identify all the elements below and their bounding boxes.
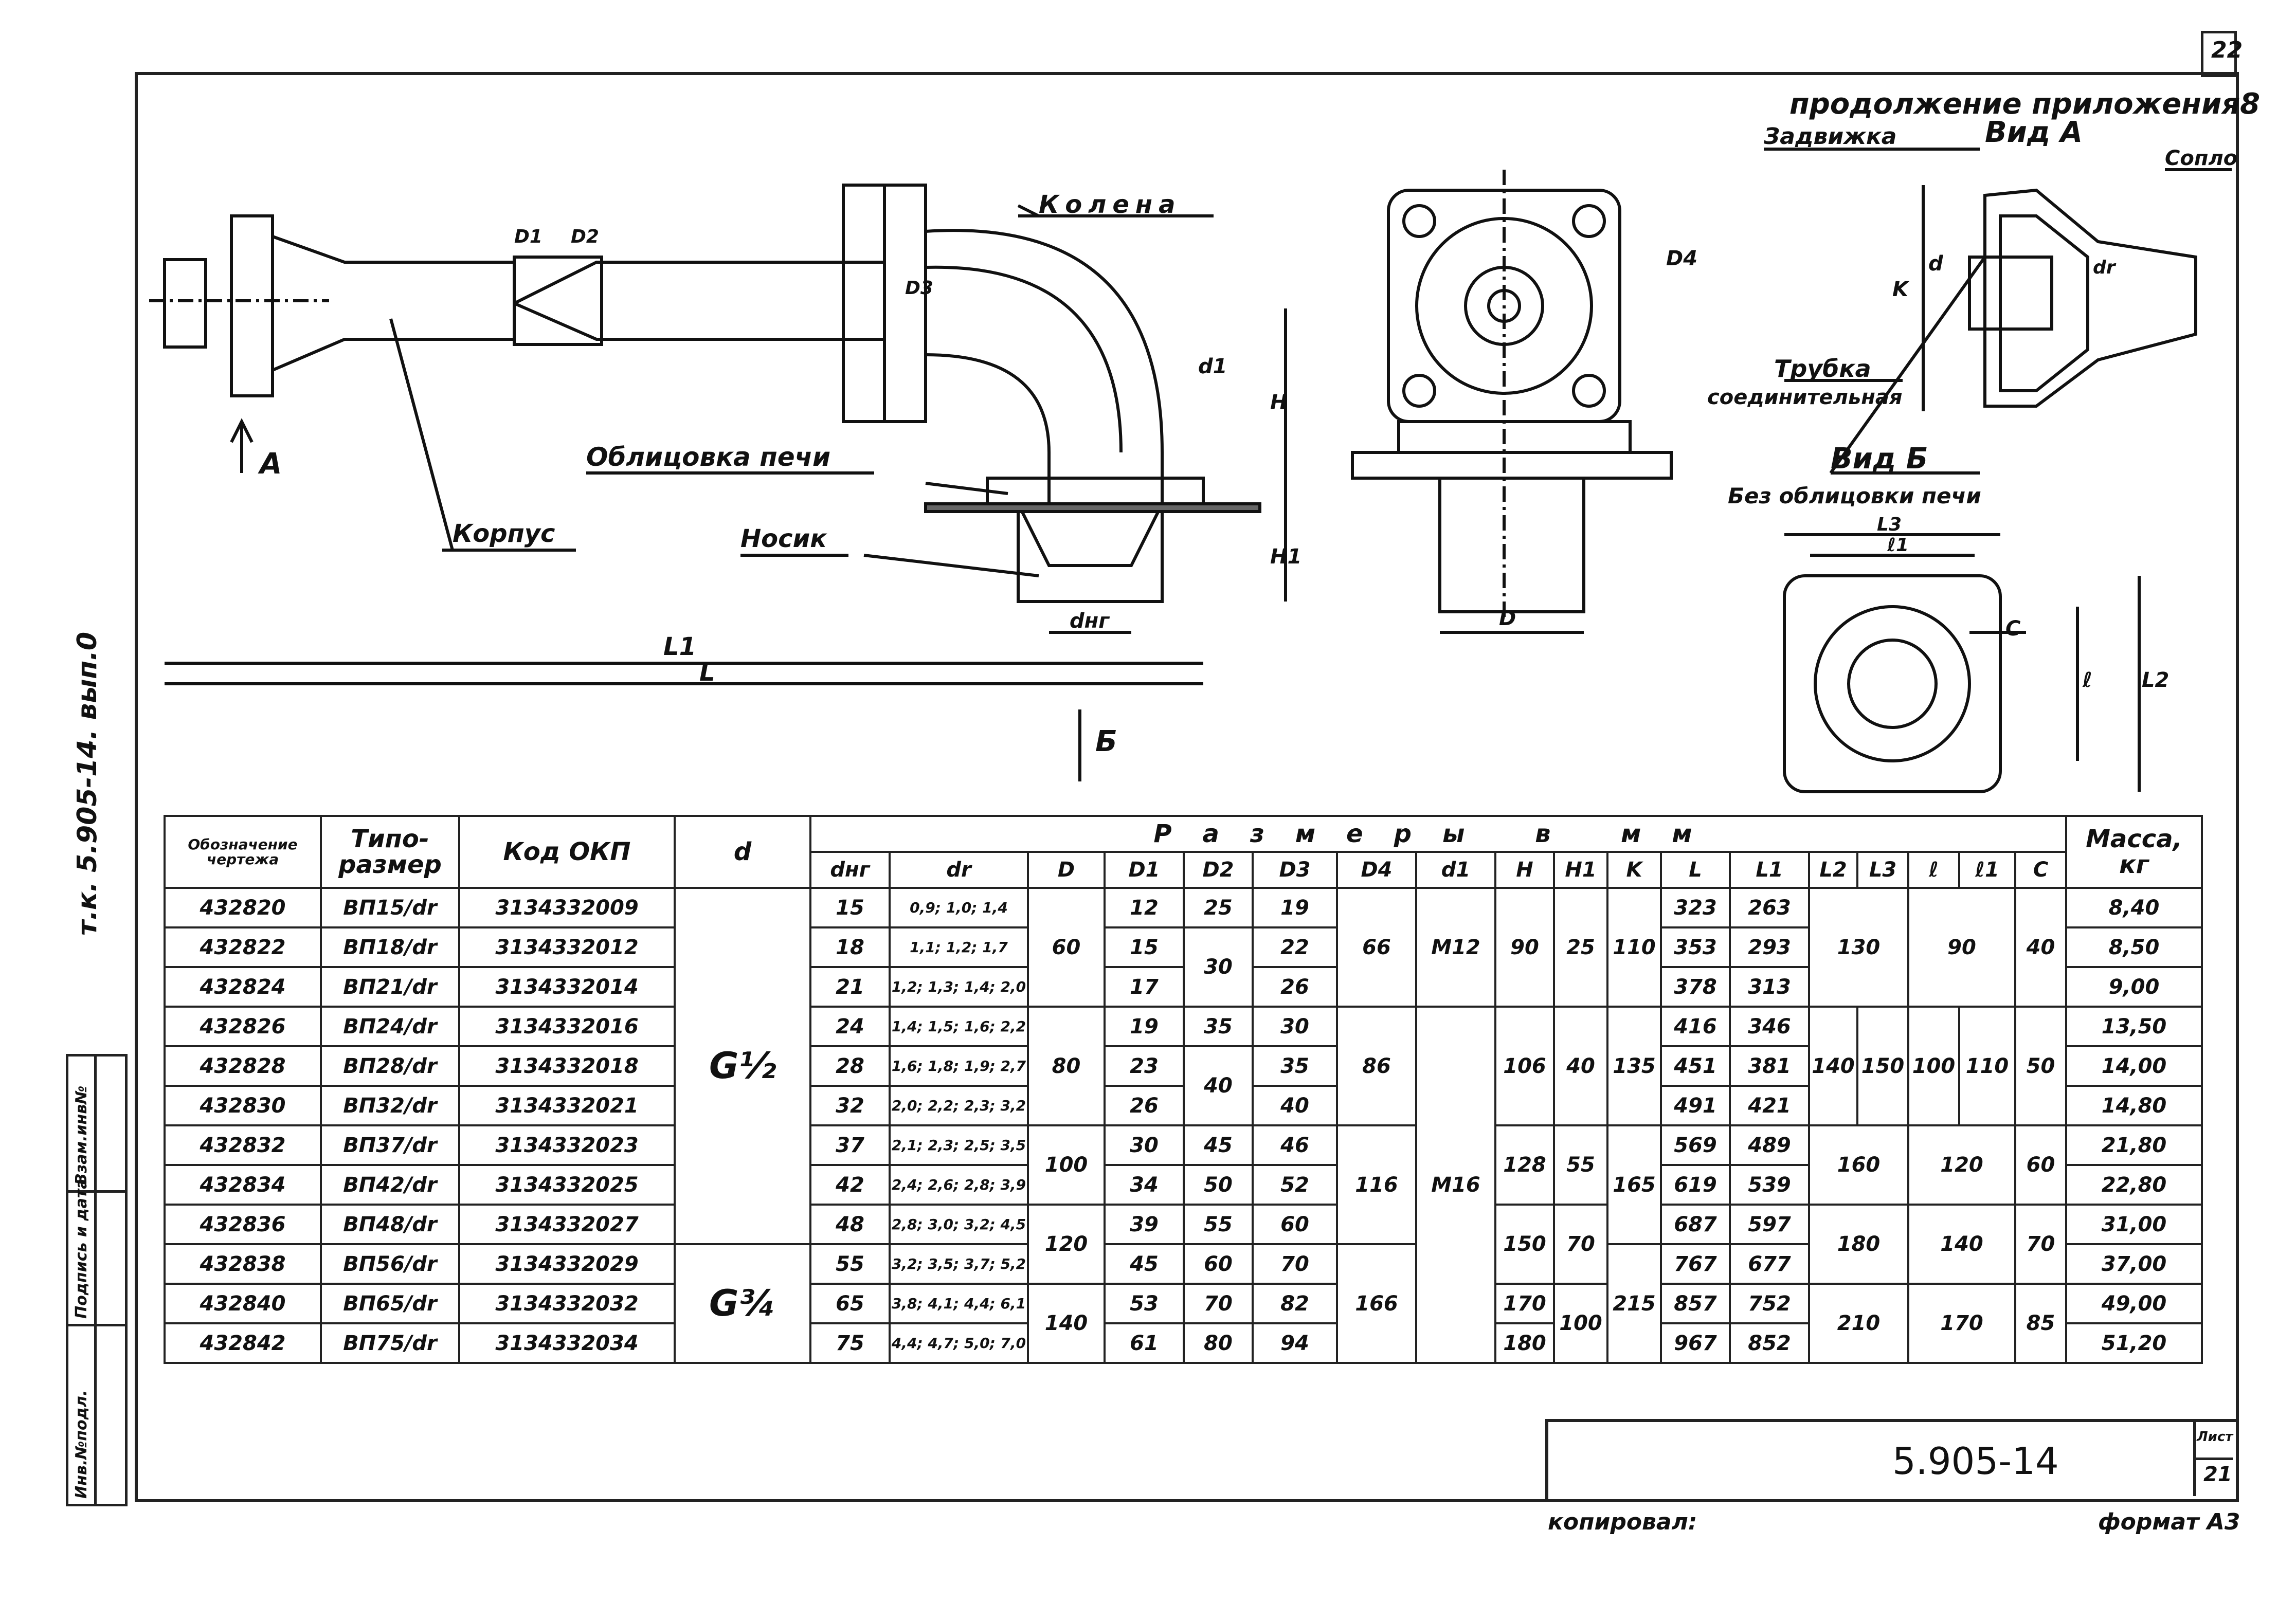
col-l1: ℓ1 [1958, 851, 2016, 889]
drawing-frame [135, 72, 2239, 1502]
col-L2: L2 [1808, 851, 1858, 889]
dim-dng: dнг [1070, 609, 1110, 633]
dim-H1: H1 [1270, 545, 1302, 569]
table-row: 432830 ВП32/dr 3134332021 32 2,0; 2,2; 2… [164, 1085, 2203, 1126]
dim-H: H [1270, 391, 1288, 414]
dim-d4: D4 [1666, 247, 1698, 270]
header-designation: Обозначение чертежа [164, 815, 322, 889]
table-row: 432828 ВП28/dr 3134332018 28 1,6; 1,8; 1… [164, 1045, 2203, 1126]
d-g34: G¾ [674, 1243, 811, 1364]
continuation-title: продолжение приложения8 [1789, 87, 2261, 121]
col-H: H [1494, 851, 1555, 889]
dim-dr: dr [2093, 257, 2116, 278]
side-stamp: Инв.№подл. Подпись и дата Взам.инв№ [66, 1054, 128, 1506]
label-soedinitelnaya: соединительная [1707, 386, 1903, 409]
dim-K: K [1892, 278, 1908, 301]
header-d: d [674, 815, 811, 889]
col-D1: D1 [1104, 851, 1185, 889]
label-korpus: Корпус [453, 519, 555, 548]
title-block [1545, 1419, 2239, 1502]
table-row: 432834 ВП42/dr 3134332025 42 2,4; 2,6; 2… [164, 1164, 2203, 1206]
table-row: 432822 ВП18/dr 3134332012 18 1,1; 1,2; 1… [164, 926, 2203, 1008]
dim-d1: D1 [514, 226, 543, 247]
label-arrow-b: Б [1095, 725, 1117, 758]
label-oblitsovka: Облицовка печи [586, 442, 831, 472]
table-row: 432820 ВП15/dr 3134332009 G½ 15 0,9; 1,0… [164, 887, 2203, 1245]
title-block-hline [2193, 1458, 2233, 1460]
d-g12: G½ [674, 887, 811, 1245]
format-label: формат А3 [2098, 1509, 2240, 1535]
col-dr: dr [889, 851, 1029, 889]
dim-d: d [1928, 252, 1943, 276]
dim-L1: L1 [663, 632, 696, 661]
header-mass: Масса, кг [2065, 815, 2203, 889]
table-row: 432824 ВП21/dr 3134332014 21 1,2; 1,3; 1… [164, 966, 2203, 1008]
col-H1: H1 [1553, 851, 1608, 889]
table-row: 432832 ВП37/dr 3134332023 37 2,1; 2,3; 2… [164, 1124, 2203, 1245]
dim-L: L [699, 658, 715, 687]
header-type-size: Типо-размер [320, 815, 460, 889]
dim-L3: L3 [1877, 514, 1902, 535]
col-L1: L1 [1729, 851, 1810, 889]
col-K: K [1606, 851, 1662, 889]
doc-number: 5.905-14 [1892, 1440, 2059, 1483]
dim-c: C [2005, 617, 2021, 641]
specification-table: Обозначение чертежа Типо-размер Код ОКП … [164, 815, 2203, 1364]
copied-by-label: копировал: [1548, 1509, 1697, 1535]
dim-d1-small: d1 [1198, 355, 1227, 378]
col-D2: D2 [1183, 851, 1254, 889]
label-kolena: Колена [1039, 190, 1182, 219]
dim-D: D [1499, 607, 1516, 630]
col-d1: d1 [1415, 851, 1496, 889]
table-row: 432842 ВП75/dr 3134332034 75 4,4; 4,7; 5… [164, 1322, 2203, 1364]
col-L3: L3 [1856, 851, 1909, 889]
header-dimensions: Размеры в мм [809, 815, 2067, 853]
table-row: 432826 ВП24/dr 3134332016 24 1,4; 1,5; 1… [164, 1006, 2203, 1364]
col-dng: dнг [809, 851, 891, 889]
col-D: D [1027, 851, 1106, 889]
dim-d3: D3 [905, 278, 933, 299]
table-row: 432836 ВП48/dr 3134332027 48 2,8; 3,0; 3… [164, 1204, 2203, 1285]
dim-l1: ℓ1 [1887, 535, 1909, 556]
label-nosik: Носик [740, 524, 827, 553]
page-number-box [2201, 31, 2237, 77]
dim-d2: D2 [571, 226, 599, 247]
col-D3: D3 [1252, 851, 1338, 889]
col-l: ℓ [1907, 851, 1960, 889]
table-row: 432838 ВП56/dr 3134332029 G¾ 55 3,2; 3,5… [164, 1243, 2203, 1364]
label-vid-a: Вид А [1985, 116, 2083, 149]
label-arrow-a: А [260, 447, 282, 481]
label-soplo: Сопло [2165, 147, 2238, 170]
page-number: 22 [2211, 37, 2243, 63]
label-zadvizhka: Задвижка [1764, 123, 1897, 150]
header-code-okp: Код ОКП [458, 815, 676, 889]
sheet-number: 21 [2203, 1463, 2232, 1486]
dim-l: ℓ [2083, 668, 2092, 692]
label-trubka: Трубка [1774, 355, 1871, 382]
col-C: C [2014, 851, 2067, 889]
table-row: 432840 ВП65/dr 3134332032 65 3,8; 4,1; 4… [164, 1283, 2203, 1364]
col-D4: D4 [1336, 851, 1417, 889]
sheet-label: Лист [2197, 1429, 2233, 1445]
col-L: L [1660, 851, 1731, 889]
label-bez-oblitsovki: Без облицовки печи [1728, 483, 1981, 508]
label-vid-b: Вид Б [1831, 442, 1928, 476]
dim-L2: L2 [2142, 668, 2170, 692]
